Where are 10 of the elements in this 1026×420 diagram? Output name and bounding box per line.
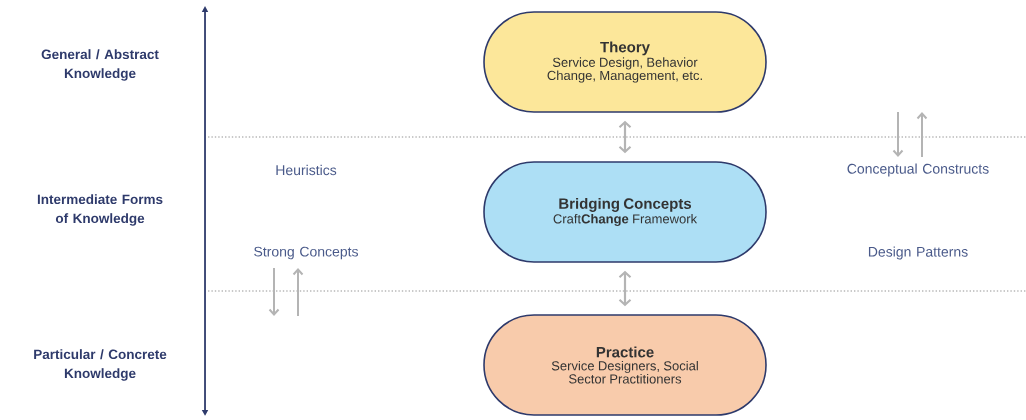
- knowledge-form-label: Heuristics: [276, 164, 337, 176]
- level-label: Intermediate Forms of Knowledge: [37, 194, 163, 226]
- knowledge-form-label: Conceptual Constructs: [847, 163, 989, 177]
- knowledge-form-label: Design Patterns: [868, 246, 968, 260]
- pill-box: Bridging Concepts CraftChange Framework: [483, 161, 767, 263]
- pill-box: Theory Service Design, Behavior Change, Management, etc.: [483, 11, 767, 113]
- knowledge-form-label: Strong Concepts: [254, 246, 358, 260]
- level-label: Particular / Concrete Knowledge: [34, 349, 167, 381]
- level-label: General / Abstract Knowledge: [41, 49, 159, 81]
- pill-box: Practice Service Designers, Social Sector Practitioners: [483, 314, 767, 416]
